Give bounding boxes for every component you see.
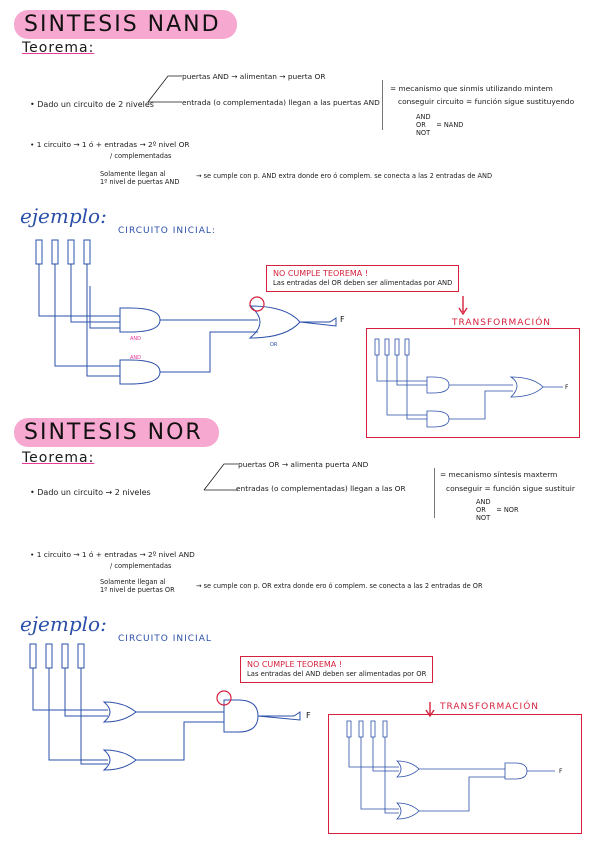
nand-step-2: / complementadas [110, 152, 172, 160]
nand-warning-title: NO CUMPLE TEOREMA ! [273, 269, 369, 278]
nor-step-1: • 1 circuito → 1 ó + entradas → 2º nivel… [30, 550, 195, 559]
nor-circuit-label: CIRCUITO INICIAL [118, 634, 212, 644]
nor-title: SINTESIS NOR [14, 418, 219, 447]
nor-red-arrow [425, 702, 435, 718]
nor-step-4: 1º nivel de puertas OR [100, 586, 175, 594]
nor-teorema-heading: Teorema: [22, 450, 95, 466]
nor-note-5: NOT [476, 514, 491, 522]
nand-initial-circuit: AND AND OR F [35, 239, 345, 385]
nand-gate-or: OR [270, 342, 278, 348]
nand-bracket [378, 80, 383, 130]
nand-warning-box: NO CUMPLE TEOREMA ! Las entradas del OR … [266, 265, 460, 293]
nand-transformed-f: F [565, 384, 569, 391]
nor-note-2: conseguir = función sigue sustituir [446, 484, 575, 493]
nor-bracket [430, 468, 435, 518]
nand-note-4: OR = NAND [416, 121, 464, 129]
nor-transformed-f: F [559, 768, 563, 775]
nand-branch-bottom: entrada (o complementada) llegan a las p… [182, 98, 380, 107]
nand-transformed-circuit: F [374, 338, 569, 428]
nor-output-f: F [306, 711, 311, 720]
nand-note-2: conseguir circuito = función sigue susti… [398, 97, 575, 106]
nor-note-1: = mecanismo síntesis maxterm [440, 470, 558, 479]
nand-transform-label: TRANSFORMACIÓN [452, 318, 552, 328]
nor-transform-label: TRANSFORMACIÓN [440, 702, 540, 712]
nor-initial-circuit: F [29, 643, 311, 771]
nand-step-3: Solamente llegan al [100, 170, 166, 178]
nand-note-3: AND [416, 113, 431, 121]
nor-main-line: • Dado un circuito → 2 niveles [30, 488, 151, 497]
nor-step-3: Solamente llegan al [100, 578, 166, 586]
nand-circuit-label: CIRCUITO INICIAL: [118, 226, 216, 236]
nand-output-f: F [340, 315, 345, 324]
nor-branch-bottom: entradas (o complementadas) llegan a las… [236, 484, 406, 493]
nand-transform-box: F [366, 328, 580, 438]
nand-teorema-heading: Teorema: [22, 40, 95, 56]
nand-gate-and1: AND [130, 336, 141, 342]
nand-step-4: 1º nivel de puertas AND [100, 178, 180, 186]
nor-step-5: → se cumple con p. OR extra donde ero ó … [196, 582, 483, 590]
nand-step-1: • 1 circuito → 1 ó + entradas → 2º nivel… [30, 140, 190, 149]
nor-ejemplo: ejemplo: [20, 612, 107, 636]
nand-note-5: NOT [416, 129, 431, 137]
nand-gate-and2: AND [130, 355, 141, 361]
nand-title: SINTESIS NAND [14, 10, 237, 39]
nor-warning-title: NO CUMPLE TEOREMA ! [247, 660, 343, 669]
nand-red-arrow [458, 296, 468, 316]
nand-branch-arrows [147, 75, 182, 103]
nor-note-4: OR = NOR [476, 506, 519, 514]
nand-warning-text: Las entradas del OR deben ser alimentada… [273, 279, 453, 288]
nor-transformed-circuit: F [346, 720, 563, 820]
nor-branch-arrows [203, 463, 238, 491]
nand-main-line: • Dado un circuito de 2 niveles [30, 100, 154, 109]
nand-note-1: = mecanismo que sinmis utilizando mintem [390, 84, 553, 93]
nor-warning-text: Las entradas del AND deben ser alimentad… [247, 670, 427, 679]
nand-step-5: → se cumple con p. AND extra donde ero ó… [196, 172, 493, 180]
nor-transform-box: F [328, 714, 582, 834]
nand-branch-top: puertas AND → alimentan → puerta OR [182, 72, 326, 81]
nor-branch-top: puertas OR → alimenta puerta AND [238, 460, 369, 469]
nor-note-3: AND [476, 498, 491, 506]
nor-warning-box: NO CUMPLE TEOREMA ! Las entradas del AND… [240, 656, 434, 684]
nor-step-2: / complementadas [110, 562, 172, 570]
nand-ejemplo: ejemplo: [20, 204, 107, 228]
